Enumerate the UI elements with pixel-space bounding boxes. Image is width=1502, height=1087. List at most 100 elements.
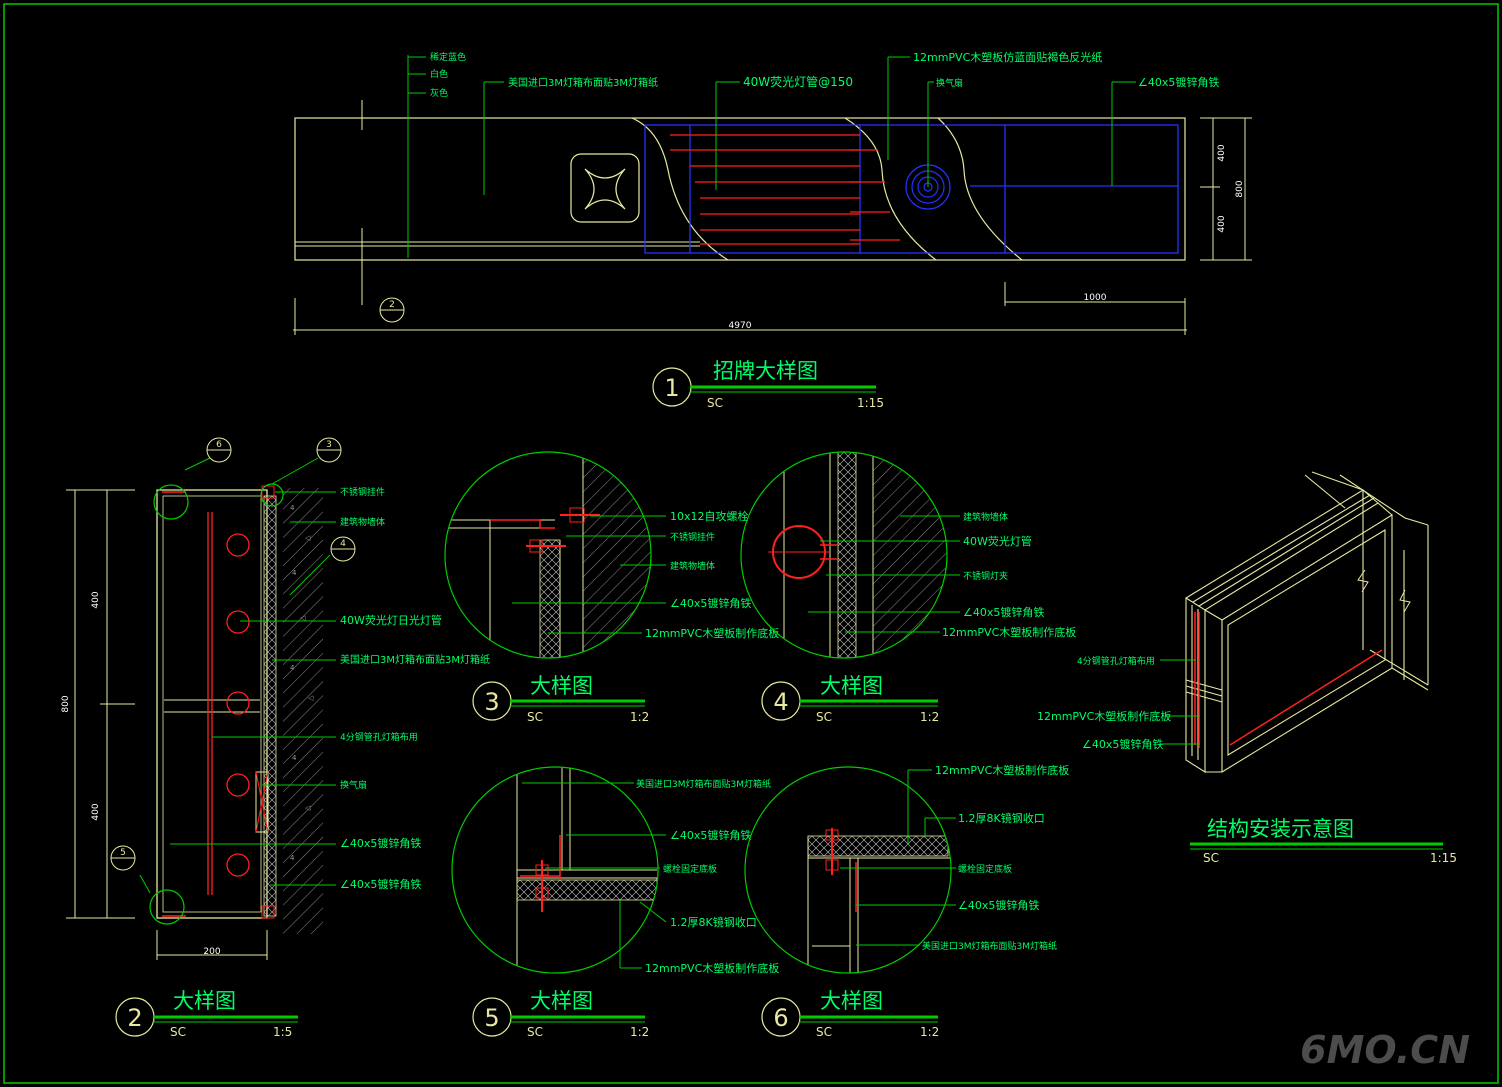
elevation-dimensions — [293, 117, 1252, 335]
note-tubes: 40W荧光灯管@150 — [743, 74, 853, 89]
svg-text:1:2: 1:2 — [630, 710, 649, 724]
d2-note-0: 不锈钢挂件 — [340, 486, 385, 498]
svg-text:5: 5 — [120, 848, 126, 858]
d4-note-0: 建筑物墙体 — [963, 511, 1008, 523]
d2-note-2: 40W荧光灯日光灯管 — [340, 613, 442, 627]
dim-h-top: 400 — [1217, 144, 1227, 161]
title-block-4: 4 大样图 SC 1:2 — [761, 674, 939, 724]
svg-text:1:5: 1:5 — [273, 1025, 292, 1039]
note-grey: 灰色 — [430, 87, 448, 99]
svg-text:◁: ◁ — [305, 534, 311, 542]
structure-isometric — [1184, 471, 1429, 773]
svg-text:1:15: 1:15 — [857, 396, 884, 410]
pvc-backboard — [263, 495, 277, 917]
sheet-frame — [3, 3, 1499, 1084]
svg-text:大样图: 大样图 — [820, 989, 883, 1013]
callout-6: 6 — [206, 437, 232, 463]
d6-note-0: 12mmPVC木塑板制作底板 — [935, 763, 1069, 777]
d5-note-2: 螺栓固定底板 — [663, 863, 717, 875]
note-fan: 换气扇 — [936, 77, 963, 89]
svg-text:1:2: 1:2 — [630, 1025, 649, 1039]
d5-note-1: ∠40x5镀锌角铁 — [670, 828, 751, 842]
svg-text:400: 400 — [91, 591, 101, 608]
svg-text:6: 6 — [216, 440, 222, 450]
svg-text:大样图: 大样图 — [530, 989, 593, 1013]
d3-note-0: 10x12自攻螺栓 — [670, 509, 749, 523]
note-white: 白色 — [430, 68, 448, 80]
svg-text:4: 4 — [292, 754, 297, 762]
svg-text:◁: ◁ — [305, 804, 311, 812]
d2-note-3: 美国进口3M灯箱布面贴3M灯箱纸 — [340, 653, 490, 666]
d2-note-7: ∠40x5镀锌角铁 — [340, 877, 421, 891]
d6-note-1: 1.2厚8K镜钢收口 — [958, 811, 1045, 825]
curve-mid — [844, 117, 937, 261]
title-signboard: 招牌大样图 — [713, 359, 818, 383]
detail-5-circle — [451, 766, 667, 974]
svg-text:1: 1 — [664, 374, 679, 402]
svg-text:结构安装示意图: 结构安装示意图 — [1207, 817, 1354, 841]
svg-text:◁: ◁ — [300, 614, 306, 622]
svg-text:4: 4 — [292, 569, 297, 577]
svg-text:1:15: 1:15 — [1430, 851, 1457, 865]
steel-frame-blue — [644, 124, 1179, 254]
signboard-elevation — [293, 55, 1252, 335]
d2-note-5: 换气扇 — [340, 779, 367, 791]
svg-text:大样图: 大样图 — [820, 674, 883, 698]
note-lightbox-fabric: 美国进口3M灯箱布面贴3M灯箱纸 — [508, 76, 658, 89]
note-pvc-board: 12mmPVC木塑板仿蓝面贴褐色反光纸 — [913, 50, 1102, 64]
struct-note-0: 4分钢管孔灯箱布用 — [1077, 655, 1155, 667]
fan-block — [255, 771, 269, 833]
svg-text:SC: SC — [527, 1025, 543, 1039]
svg-text:SC: SC — [816, 1025, 832, 1039]
svg-text:4: 4 — [290, 854, 295, 862]
d5-note-0: 美国进口3M灯箱布面贴3M灯箱纸 — [636, 778, 771, 790]
title-block-3: 3 大样图 SC 1:2 — [472, 674, 649, 724]
svg-text:3: 3 — [484, 688, 499, 716]
svg-text:4: 4 — [290, 664, 295, 672]
svg-text:SC: SC — [707, 396, 723, 410]
svg-text:4: 4 — [773, 688, 788, 716]
dim-total: 4970 — [729, 321, 752, 331]
d2-note-1: 建筑物墙体 — [340, 516, 385, 528]
d5-note-3: 1.2厚8K镜钢收口 — [670, 915, 757, 929]
d6-note-2: 螺栓固定底板 — [958, 863, 1012, 875]
svg-text:6: 6 — [773, 1004, 788, 1032]
watermark: 6MO.CN — [1300, 1028, 1470, 1072]
d4-note-4: 12mmPVC木塑板制作底板 — [942, 625, 1076, 639]
svg-text:◁: ◁ — [308, 694, 314, 702]
svg-text:1:2: 1:2 — [920, 710, 939, 724]
d2-note-6: ∠40x5镀锌角铁 — [340, 836, 421, 850]
d4-note-1: 40W荧光灯管 — [963, 534, 1032, 548]
struct-note-2: ∠40x5镀锌角铁 — [1082, 737, 1163, 751]
title-block-5: 5 大样图 SC 1:2 — [472, 989, 649, 1039]
dim-h-total: 800 — [1235, 180, 1245, 197]
tube-sections — [226, 533, 250, 877]
wall-hatch — [283, 488, 323, 934]
wall-aggregate: 4◁4 ◁4◁ 4◁4 — [290, 504, 314, 862]
d4-note-2: 不锈钢灯夹 — [963, 570, 1008, 582]
logo-star-icon — [584, 168, 626, 210]
d3-note-3: ∠40x5镀锌角铁 — [670, 596, 751, 610]
section-callout-2: 2 — [379, 297, 405, 323]
callout-5: 5 — [110, 845, 136, 871]
svg-text:1:2: 1:2 — [920, 1025, 939, 1039]
detail-6-circle — [744, 766, 956, 974]
svg-text:3: 3 — [326, 440, 332, 450]
svg-text:2: 2 — [127, 1004, 142, 1032]
svg-text:200: 200 — [203, 947, 220, 957]
svg-text:4: 4 — [340, 539, 346, 549]
detail-2-section: 4◁4 ◁4◁ 4◁4 — [66, 457, 336, 960]
curve-left — [631, 117, 729, 261]
struct-note-1: 12mmPVC木塑板制作底板 — [1037, 709, 1171, 723]
svg-text:SC: SC — [1203, 851, 1219, 865]
d5-note-4: 12mmPVC木塑板制作底板 — [645, 961, 779, 975]
fluorescent-tubes — [670, 134, 900, 245]
d2-note-4: 4分钢管孔灯箱布用 — [340, 731, 418, 743]
note-dark-blue: 稀定蓝色 — [430, 51, 466, 63]
svg-text:大样图: 大样图 — [173, 989, 236, 1013]
d4-note-3: ∠40x5镀锌角铁 — [963, 605, 1044, 619]
title-block-structure: 结构安装示意图 SC 1:15 — [1190, 817, 1457, 865]
callout-3: 3 — [316, 437, 342, 463]
svg-text:800: 800 — [61, 695, 71, 712]
